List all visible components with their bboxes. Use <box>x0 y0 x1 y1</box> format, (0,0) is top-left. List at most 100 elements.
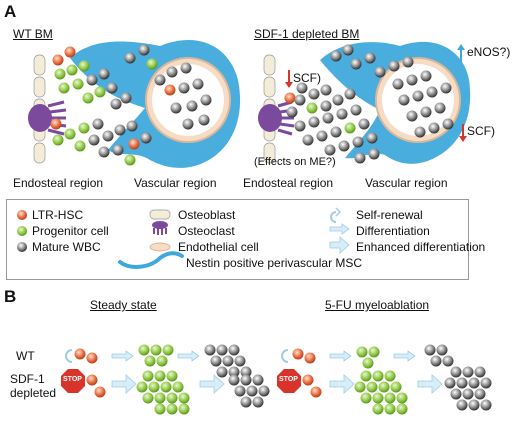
progenitor-cell <box>142 370 154 382</box>
mature-wbc-cell <box>430 355 442 367</box>
mature-wbc-cell <box>406 74 418 86</box>
mature-wbc-cell <box>352 136 364 148</box>
progenitor-cell <box>136 381 148 393</box>
mature-wbc-cell <box>424 344 436 356</box>
row-label-depleted: depleted <box>10 386 57 400</box>
progenitor-cell <box>154 403 166 415</box>
progenitor-cell <box>160 381 172 393</box>
progenitor-cell <box>166 392 178 404</box>
enos-label: eNOS?) <box>467 45 511 59</box>
progenitor-cell <box>146 58 158 70</box>
mature-wbc-cell <box>178 82 190 94</box>
mature-wbc-cell <box>240 366 252 378</box>
ltr-hsc-cell <box>164 84 176 96</box>
progenitor-cell <box>372 403 384 415</box>
mature-wbc-cell <box>442 355 454 367</box>
mature-wbc-cell <box>456 377 468 389</box>
mature-wbc-cell <box>106 82 118 94</box>
mature-wbc-cell <box>350 104 362 116</box>
mature-wbc-cell <box>252 374 264 386</box>
legend-enhanced: Enhanced differentiation <box>356 240 486 254</box>
nestin-msc-icon <box>118 251 184 269</box>
self-renewal-icon <box>330 211 337 223</box>
mature-wbc-cell <box>322 112 334 124</box>
row-label-wt: WT <box>16 349 35 363</box>
mature-wbc-cell <box>366 132 378 144</box>
mature-wbc-cell <box>308 116 320 128</box>
ltr-hsc-cell <box>302 374 314 386</box>
mature-wbc-cell <box>228 344 240 356</box>
mature-wbc-cell <box>330 50 342 62</box>
stop-signs <box>61 369 301 393</box>
progenitor-cell <box>172 381 184 393</box>
mature-wbc-cell <box>246 385 258 397</box>
progenitor-cell <box>150 344 162 356</box>
progenitor-cell <box>396 403 408 415</box>
osteoclast-sdf <box>258 100 295 136</box>
mature-wbc-cell <box>320 84 332 96</box>
legend-self-renewal: Self-renewal <box>356 208 423 222</box>
progenitor-icon <box>17 226 27 236</box>
progenitor-cell <box>368 346 380 358</box>
ltr-hsc-icon <box>17 210 27 220</box>
progenitor-cell <box>306 102 318 114</box>
mature-wbc-cell <box>98 68 110 80</box>
wt-vascular-label: Vascular region <box>134 176 217 190</box>
sdf-vascular-label: Vascular region <box>365 176 448 190</box>
mature-wbc-cell <box>338 140 350 152</box>
progenitor-cell <box>54 68 66 80</box>
ltr-hsc-cell <box>64 46 76 58</box>
mature-wbc-cell <box>456 399 468 411</box>
mature-wbc-cell <box>228 374 240 386</box>
scf-right-label: SCF) <box>467 124 495 138</box>
mature-wbc-cell <box>234 355 246 367</box>
mature-wbc-cell <box>308 88 320 100</box>
mature-wbc-cell <box>450 366 462 378</box>
progenitor-cell <box>154 370 166 382</box>
progenitor-cell <box>344 122 356 134</box>
mature-wbc-cell <box>140 132 152 144</box>
mature-wbc-cell <box>428 122 440 134</box>
progenitor-cell <box>64 128 76 140</box>
mature-wbc-cell <box>350 58 362 70</box>
mature-wbc-cell <box>414 126 426 138</box>
ltr-hsc-cell <box>304 352 316 364</box>
progenitor-cell <box>384 403 396 415</box>
mature-wbc-cell <box>182 118 194 130</box>
progenitor-cell <box>166 403 178 415</box>
progenitor-cell <box>82 92 94 104</box>
self-renewal-arrows-b <box>65 349 289 363</box>
mature-wbc-cell <box>92 118 104 130</box>
mature-wbc-cell <box>344 88 356 100</box>
mature-wbc-cell <box>332 94 344 106</box>
mature-wbc-cell <box>480 377 492 389</box>
ltr-hsc-cell <box>128 138 140 150</box>
mature-wbc-cell <box>442 118 454 130</box>
progenitor-cell <box>66 64 78 76</box>
mature-wbc-cell <box>88 134 100 146</box>
progenitor-cell <box>372 392 384 404</box>
mature-wbc-cell <box>462 388 474 400</box>
legend-ltr-hsc: LTR-HSC <box>32 208 84 222</box>
mature-wbc-cell <box>192 78 204 90</box>
cell-layer <box>50 44 492 415</box>
mature-wbc-cell <box>170 102 182 114</box>
mature-wbc-cell <box>180 62 192 74</box>
mature-wbc-cell <box>402 56 414 68</box>
osteoblast-icon <box>149 209 171 220</box>
progenitor-cell <box>94 86 106 98</box>
legend-endothelial: Endothelial cell <box>178 240 259 254</box>
progenitor-cell <box>384 370 396 382</box>
progenitor-cell <box>74 140 86 152</box>
mature-wbc-cell <box>426 86 438 98</box>
progenitor-cell <box>52 134 64 146</box>
sdf-bm-title: SDF-1 depleted BM <box>254 27 360 41</box>
ltr-hsc-cell <box>284 92 296 104</box>
mature-wbc-cell <box>468 399 480 411</box>
progenitor-cell <box>178 392 190 404</box>
progenitor-cell <box>162 344 174 356</box>
progenitor-cell <box>58 82 70 94</box>
mature-wbc-cell <box>98 146 110 158</box>
progenitor-cell <box>166 370 178 382</box>
progenitor-cell <box>78 122 90 134</box>
